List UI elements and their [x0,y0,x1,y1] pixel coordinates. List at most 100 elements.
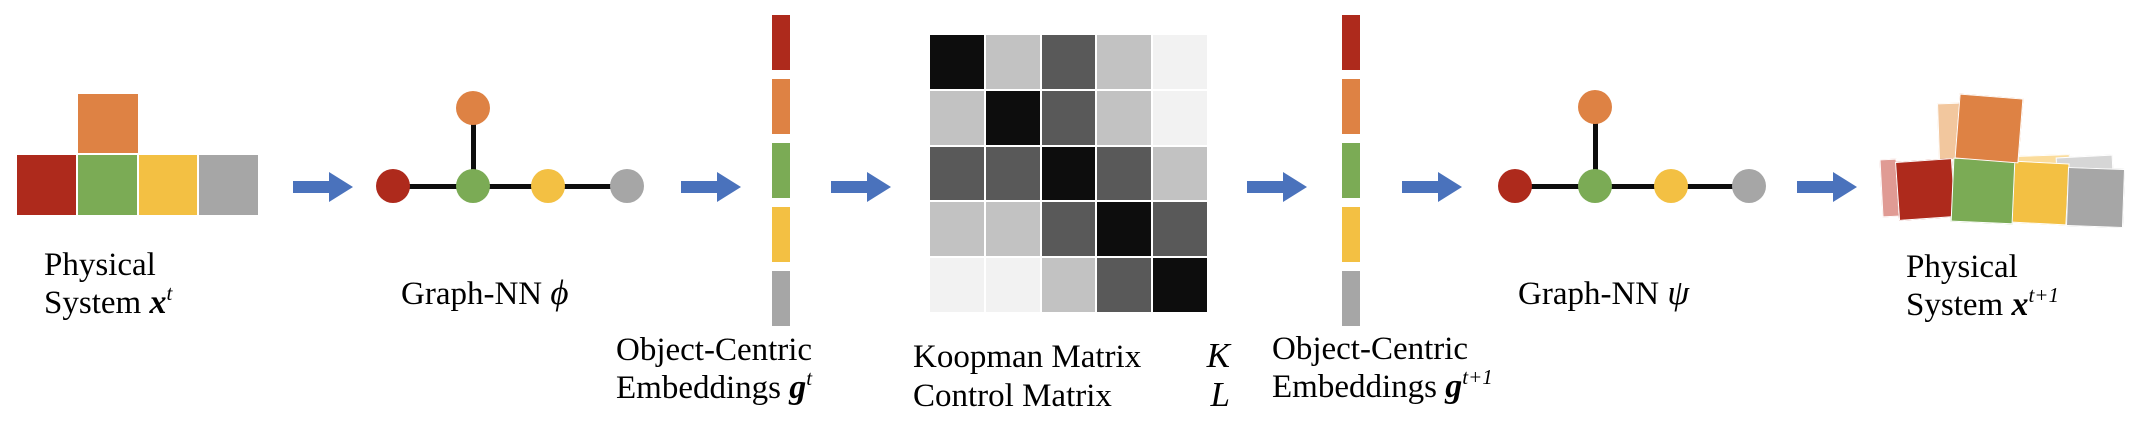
flow-arrow-5 [1402,172,1462,202]
arrow-head-icon [1438,172,1462,202]
flow-arrow-1 [293,172,353,202]
block-green [77,154,138,216]
physical-system-t-label: Physical System xt [44,246,172,322]
math-var-L: L [1210,375,1230,414]
matrix-cell-dark [930,146,984,201]
physical-system-t1-label-line1: Physical [1906,249,2018,285]
matrix-cell-dark [985,146,1040,201]
matrix-cell-light [1041,258,1096,312]
matrix-cell-black [985,90,1040,145]
math-var-g: g [789,369,807,406]
arrow-shaft [681,181,719,193]
embedding-column-t1 [1342,15,1360,326]
matrix-cell-dark [1097,146,1152,201]
math-var-g: g [1445,368,1463,405]
embedding-bar-red [772,15,790,70]
embedding-bar-orange [1342,79,1360,134]
graph-psi-node-green [1578,169,1612,203]
matrix-cell-light [930,90,984,145]
flow-arrow-6 [1797,172,1857,202]
graph-phi-node-yellow [531,169,565,203]
block-red [16,154,77,216]
arrow-shaft [1402,181,1440,193]
arrow-head-icon [1833,172,1857,202]
graph-phi-label: Graph-NN ϕ [401,273,569,313]
physical-system-t1-label: Physical System xt+1 [1906,248,2059,324]
embedding-bar-yellow [772,207,790,262]
embedding-bar-gray [772,271,790,326]
matrix-cell-black [930,35,984,89]
matrix-cell-dark [1041,35,1096,89]
math-sup-t: t [806,366,813,390]
embedding-bar-green [1342,143,1360,198]
matrix-cell-light [1097,90,1152,145]
graph-phi-edge-vertical [471,108,476,188]
koopman-matrix [930,35,1207,312]
graph-psi-node-gray [1732,169,1766,203]
embedding-bar-gray [1342,271,1360,326]
math-sup-t: t [166,281,173,305]
embedding-bar-green [772,143,790,198]
arrow-head-icon [329,172,353,202]
physical-system-t1-label-line2: System xt+1 [1906,283,2059,324]
block-red-t1 [1895,158,1956,221]
embedding-bar-red [1342,15,1360,70]
math-sup-t1: t+1 [1462,365,1493,389]
matrix-cell-light [1153,146,1207,201]
matrix-cell-dark [1153,202,1207,257]
math-var-K: K [1206,336,1230,375]
block-gray-t1 [2065,167,2126,228]
graph-phi-node-red [376,169,410,203]
arrow-shaft [831,181,869,193]
graph-phi-node-green [456,169,490,203]
physical-system-t-label-line2: System xt [44,281,173,322]
matrix-cell-light [985,202,1040,257]
math-var-psi: ψ [1667,273,1690,312]
arrow-shaft [1797,181,1835,193]
flow-arrow-3 [831,172,891,202]
matrix-cell-light [930,202,984,257]
graph-phi-edge-horizontal [393,184,627,189]
matrix-cell-black [1153,258,1207,312]
block-orange-t1 [1954,93,2024,164]
matrix-cell-dark [1097,258,1152,312]
matrix-cell-black [1041,146,1096,201]
matrix-cell-light [985,35,1040,89]
block-yellow [138,154,198,216]
block-yellow-t1 [2009,160,2070,226]
graph-psi-label: Graph-NN ψ [1518,273,1690,313]
arrow-head-icon [867,172,891,202]
flow-arrow-4 [1247,172,1307,202]
flow-arrow-2 [681,172,741,202]
math-var-phi: ϕ [550,273,569,312]
arrow-shaft [293,181,331,193]
graph-psi-node-yellow [1654,169,1688,203]
graph-phi-node-gray [610,169,644,203]
matrix-cell-vlight [1153,90,1207,145]
block-orange [77,93,139,154]
embedding-column-t [772,15,790,326]
matrix-cell-dark [1041,202,1096,257]
arrow-head-icon [717,172,741,202]
math-sup-t1: t+1 [2028,283,2059,307]
arrow-head-icon [1283,172,1307,202]
embedding-bar-orange [772,79,790,134]
matrix-cell-vlight [1153,35,1207,89]
graph-psi-edge-horizontal [1515,184,1749,189]
graph-psi-edge-vertical [1593,108,1598,188]
math-var-x: x [2011,286,2029,323]
matrix-cell-black [1097,202,1152,257]
arrow-shaft [1247,181,1285,193]
matrix-cell-light [1097,35,1152,89]
matrix-cell-vlight [985,258,1040,312]
matrix-cell-vlight [930,258,984,312]
matrix-cell-dark [1041,90,1096,145]
physical-system-t-label-line1: Physical [44,247,156,283]
block-green-t1 [1950,157,2016,225]
embedding-bar-yellow [1342,207,1360,262]
embeddings-t-label: Object-Centric Embeddings gt [616,332,813,406]
graph-phi-node-orange [456,91,490,125]
block-gray [198,154,259,216]
